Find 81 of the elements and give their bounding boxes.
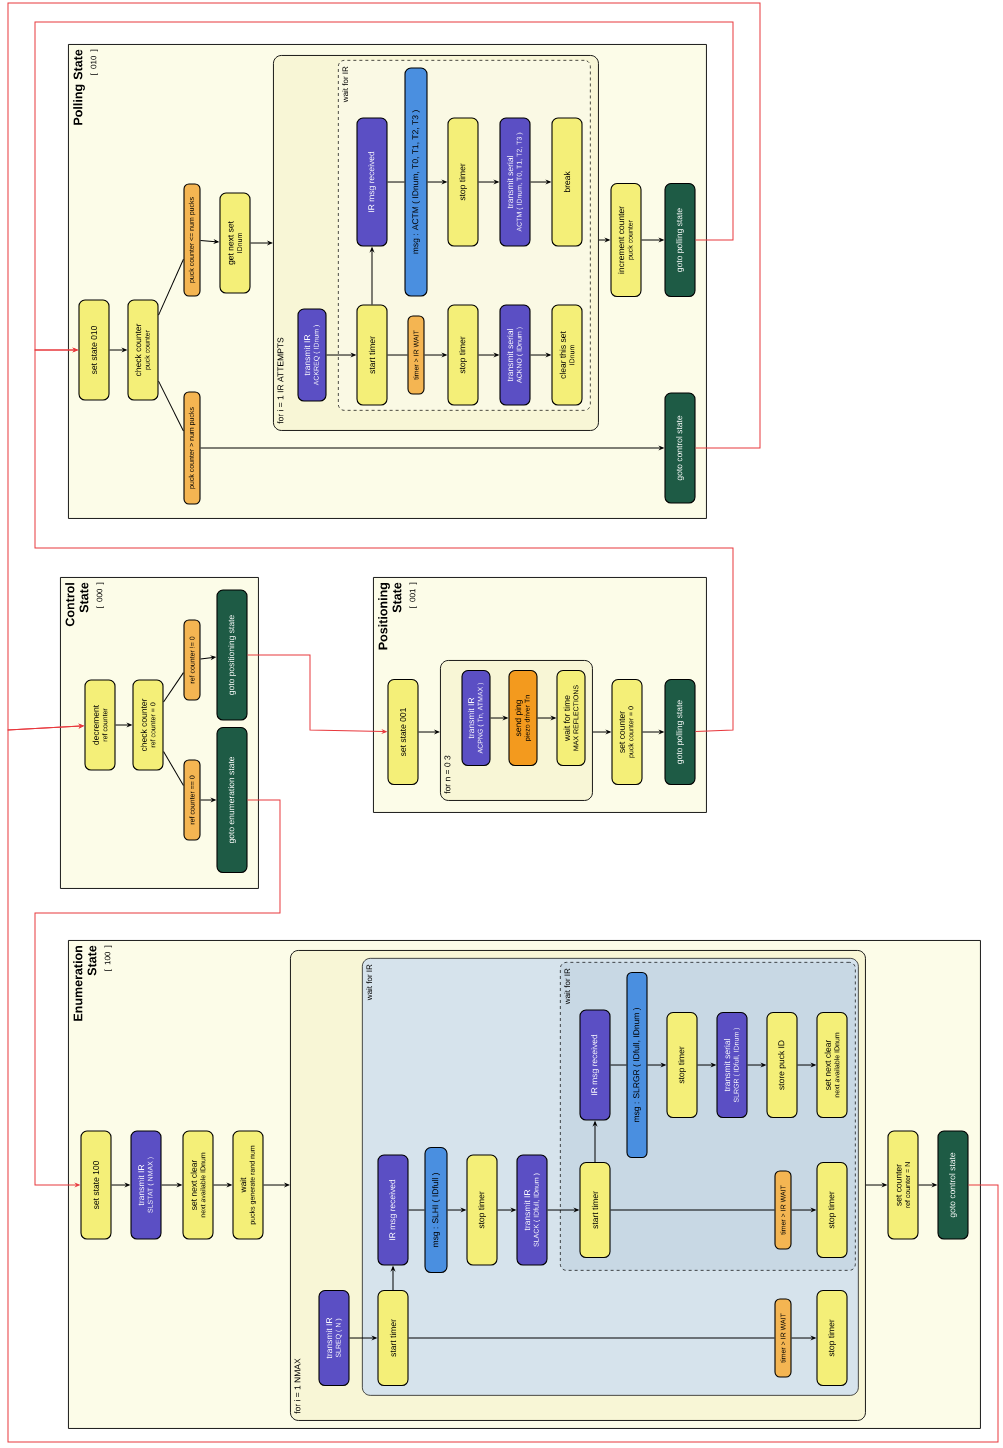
goto-box: goto polling state (664, 678, 696, 786)
process-box: stop timer (447, 117, 479, 247)
transition-arrow (34, 21, 734, 352)
goto-box: goto control state (664, 392, 696, 504)
goto-box: goto positioning state (216, 589, 248, 721)
transition-arrow (7, 2, 761, 731)
message-pill: msg : SLRGR ( IDfull, IDnum ) (626, 971, 648, 1159)
arrow (641, 238, 664, 242)
connector-line (610, 1209, 775, 1211)
arrow (200, 655, 216, 660)
arrow (391, 1266, 395, 1291)
transition-arrow (34, 799, 281, 1187)
arrow (791, 1208, 816, 1212)
process-box: stop timer (466, 1154, 498, 1266)
connector-line (387, 354, 408, 356)
goto-box: goto control state (937, 1130, 969, 1240)
process-box: start timer (377, 1289, 409, 1387)
process-box: IR msg received (356, 117, 388, 247)
arrow (865, 1183, 887, 1187)
arrow (478, 180, 499, 184)
arrow (530, 180, 551, 184)
goto-box: goto polling state (664, 182, 696, 298)
arrow (592, 730, 611, 734)
arrow (109, 348, 127, 352)
arrow (647, 1063, 666, 1067)
arrow (115, 723, 132, 727)
arrow (747, 1063, 766, 1067)
connector-line (163, 672, 184, 703)
process-box: start timer (356, 304, 388, 406)
connector-line (158, 258, 184, 316)
arrow (537, 716, 556, 720)
arrow (200, 446, 664, 450)
arrow (427, 180, 447, 184)
connector-line (408, 1337, 775, 1339)
process-box: set state 001 (387, 678, 419, 786)
arrow (478, 353, 499, 357)
connector-line (387, 181, 405, 183)
process-box: stop timer (447, 304, 479, 406)
arrow (263, 1183, 290, 1187)
goto-box: goto enumeration state (216, 726, 248, 874)
arrow (490, 716, 508, 720)
arrow (200, 798, 216, 802)
arrow (547, 1208, 579, 1212)
arrow (598, 238, 610, 242)
arrow (370, 247, 374, 305)
message-pill: msg : ACTM ( IDnum, T0, T1, T2, T3 ) (404, 67, 428, 297)
process-box: start timer (579, 1161, 611, 1259)
connector-line (610, 1064, 627, 1066)
arrow (161, 1183, 182, 1187)
arrow (447, 1208, 466, 1212)
arrow (200, 239, 219, 244)
arrow (326, 353, 356, 357)
process-box: stop timer (816, 1289, 848, 1387)
process-box: stop timer (666, 1011, 698, 1119)
connector-line (158, 380, 184, 432)
arrow (642, 730, 664, 734)
transition-arrow (34, 348, 734, 732)
process-box: IR msg received (579, 1009, 611, 1121)
process-box: set state 100 (80, 1130, 112, 1240)
arrow (250, 241, 273, 245)
arrow (797, 1063, 816, 1067)
arrow (418, 730, 440, 734)
arrow (593, 1121, 597, 1163)
arrow (918, 1183, 937, 1187)
arrow (213, 1183, 232, 1187)
connector-line (163, 751, 184, 786)
arrow (424, 353, 447, 357)
process-box: break (551, 117, 583, 247)
arrow (349, 1336, 377, 1340)
connector-line (408, 1209, 425, 1211)
arrow (530, 353, 551, 357)
arrow (111, 1183, 130, 1187)
arrow (697, 1063, 716, 1067)
message-pill: msg : SLHI ( IDfull ) (424, 1146, 448, 1274)
process-box: store puck ID (766, 1011, 798, 1119)
process-box: stop timer (816, 1161, 848, 1259)
transition-arrow (247, 654, 387, 734)
arrow (497, 1208, 516, 1212)
process-box: set state 010 (78, 299, 110, 401)
process-box: IR msg received (377, 1154, 409, 1266)
arrow (791, 1336, 816, 1340)
